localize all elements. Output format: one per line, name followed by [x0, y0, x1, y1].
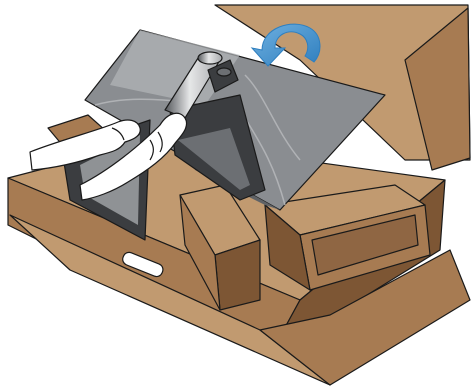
illustration-scene	[0, 0, 473, 386]
